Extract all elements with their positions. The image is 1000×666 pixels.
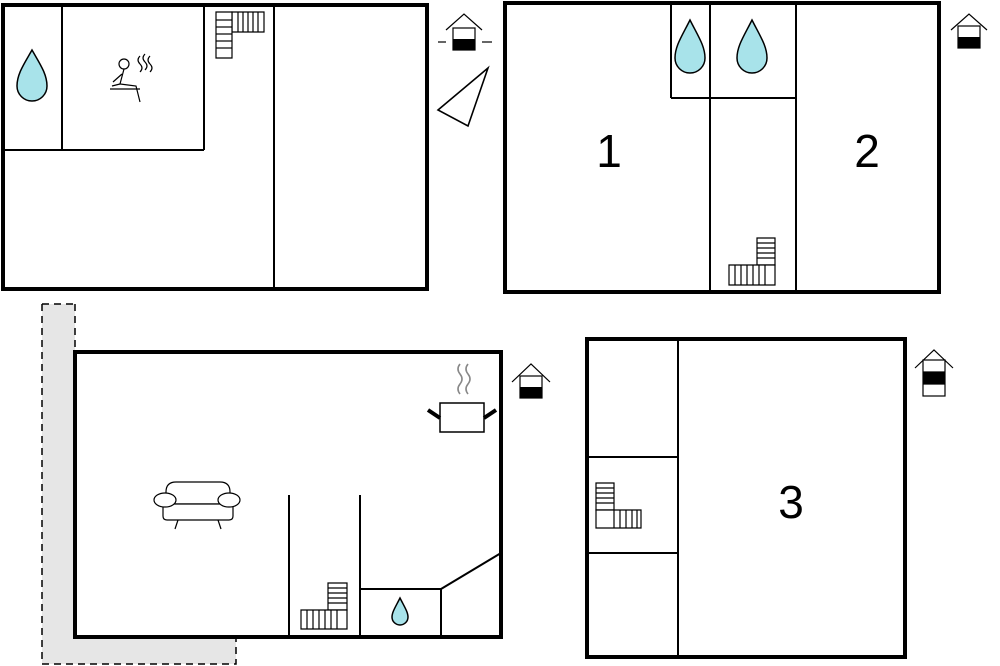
floor-top-left [1,3,492,291]
sofa-icon [153,481,241,530]
sauna-icon [110,53,153,103]
water-drop-icon [674,18,706,74]
floor-indicator-icon [438,13,492,51]
outer-wall [1,3,429,291]
floor-bottom-right: 3 [585,337,954,659]
floor-top-right: 1 2 [503,1,988,294]
floor-indicator-icon [511,363,551,399]
cooking-pot-icon [426,363,498,433]
water-drop-icon [16,48,48,102]
outer-wall [503,1,941,294]
water-drop-icon [391,596,409,626]
outer-wall [585,337,907,659]
room-label: 3 [778,476,804,528]
water-drop-icon [736,18,768,74]
room-label: 2 [854,125,880,177]
north-arrow-icon [436,65,490,128]
stairs-icon [595,482,642,529]
floor-indicator-icon [914,349,954,397]
floor-indicator-icon [950,13,988,49]
stairs-icon [215,11,265,59]
room-label: 1 [596,125,622,177]
floor-bottom-left [41,303,551,665]
stairs-icon [300,582,348,630]
terrace [41,303,237,665]
stairs-icon [728,237,776,286]
